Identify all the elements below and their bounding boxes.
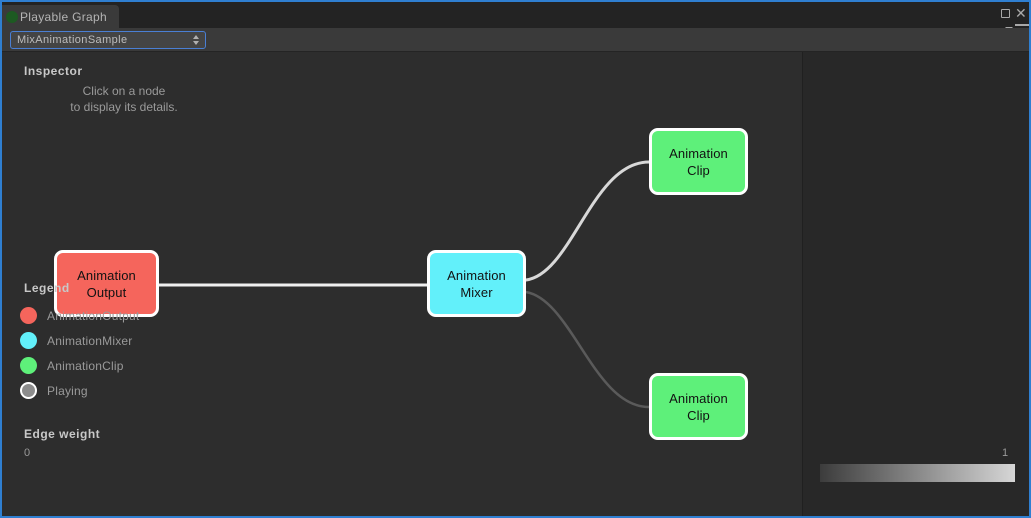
node-label-line-2: Clip [687, 407, 710, 423]
node-label-line-1: Animation [77, 267, 136, 283]
tab-playable-graph[interactable]: Playable Graph [2, 5, 119, 28]
inspector-title: Inspector [24, 64, 83, 78]
legend-label: Playing [47, 383, 88, 398]
maximize-icon[interactable] [1001, 9, 1010, 18]
edge-weight-min-label: 0 [24, 447, 31, 459]
legend-swatch-icon [20, 357, 37, 374]
node-label-line-1: Animation [669, 390, 728, 406]
legend-label: AnimationMixer [47, 333, 133, 348]
edge-weight-max-label: 1 [1002, 447, 1009, 459]
legend-row-playing: Playing [20, 378, 139, 403]
graph-toolbar: MixAnimationSample [2, 28, 1029, 52]
legend-row-animationoutput: AnimationOutput [20, 303, 139, 328]
tab-label: Playable Graph [20, 9, 107, 24]
legend-row-animationmixer: AnimationMixer [20, 328, 139, 353]
edge-weight-title: Edge weight [24, 427, 101, 441]
node-label-line-2: Output [86, 284, 127, 300]
legend-label: AnimationOutput [47, 308, 140, 323]
node-label-line-1: Animation [669, 145, 728, 161]
edge-weight-gradient-bar [820, 464, 1015, 482]
close-icon[interactable]: ✕ [1015, 5, 1027, 21]
edge-clip-bottom-to-mixer[interactable] [524, 290, 651, 409]
green-dot-icon [6, 11, 18, 23]
legend-row-animationclip: AnimationClip [20, 353, 139, 378]
legend-label: AnimationClip [47, 358, 124, 373]
node-label-line-2: Clip [687, 162, 710, 178]
window-titlebar: Playable Graph ✕ [2, 2, 1029, 34]
legend-swatch-icon [20, 382, 37, 399]
graph-selector-value: MixAnimationSample [17, 34, 128, 46]
inspector-hint: Click on a node to display its details. [24, 83, 224, 115]
legend-title: Legend [24, 281, 70, 295]
stepper-arrows-icon[interactable] [193, 35, 199, 45]
graph-edges [157, 160, 651, 409]
node-label-line-2: Mixer [460, 284, 493, 300]
sidebar-panel [802, 52, 1029, 516]
legend-swatch-icon [20, 307, 37, 324]
legend-swatch-icon [20, 332, 37, 349]
inspector-hint-line-2: to display its details. [70, 100, 178, 114]
inspector-hint-line-1: Click on a node [82, 84, 166, 98]
node-label-line-1: Animation [447, 267, 506, 283]
edge-clip-top-to-mixer[interactable] [524, 160, 651, 282]
graph-selector-dropdown[interactable]: MixAnimationSample [10, 31, 206, 49]
